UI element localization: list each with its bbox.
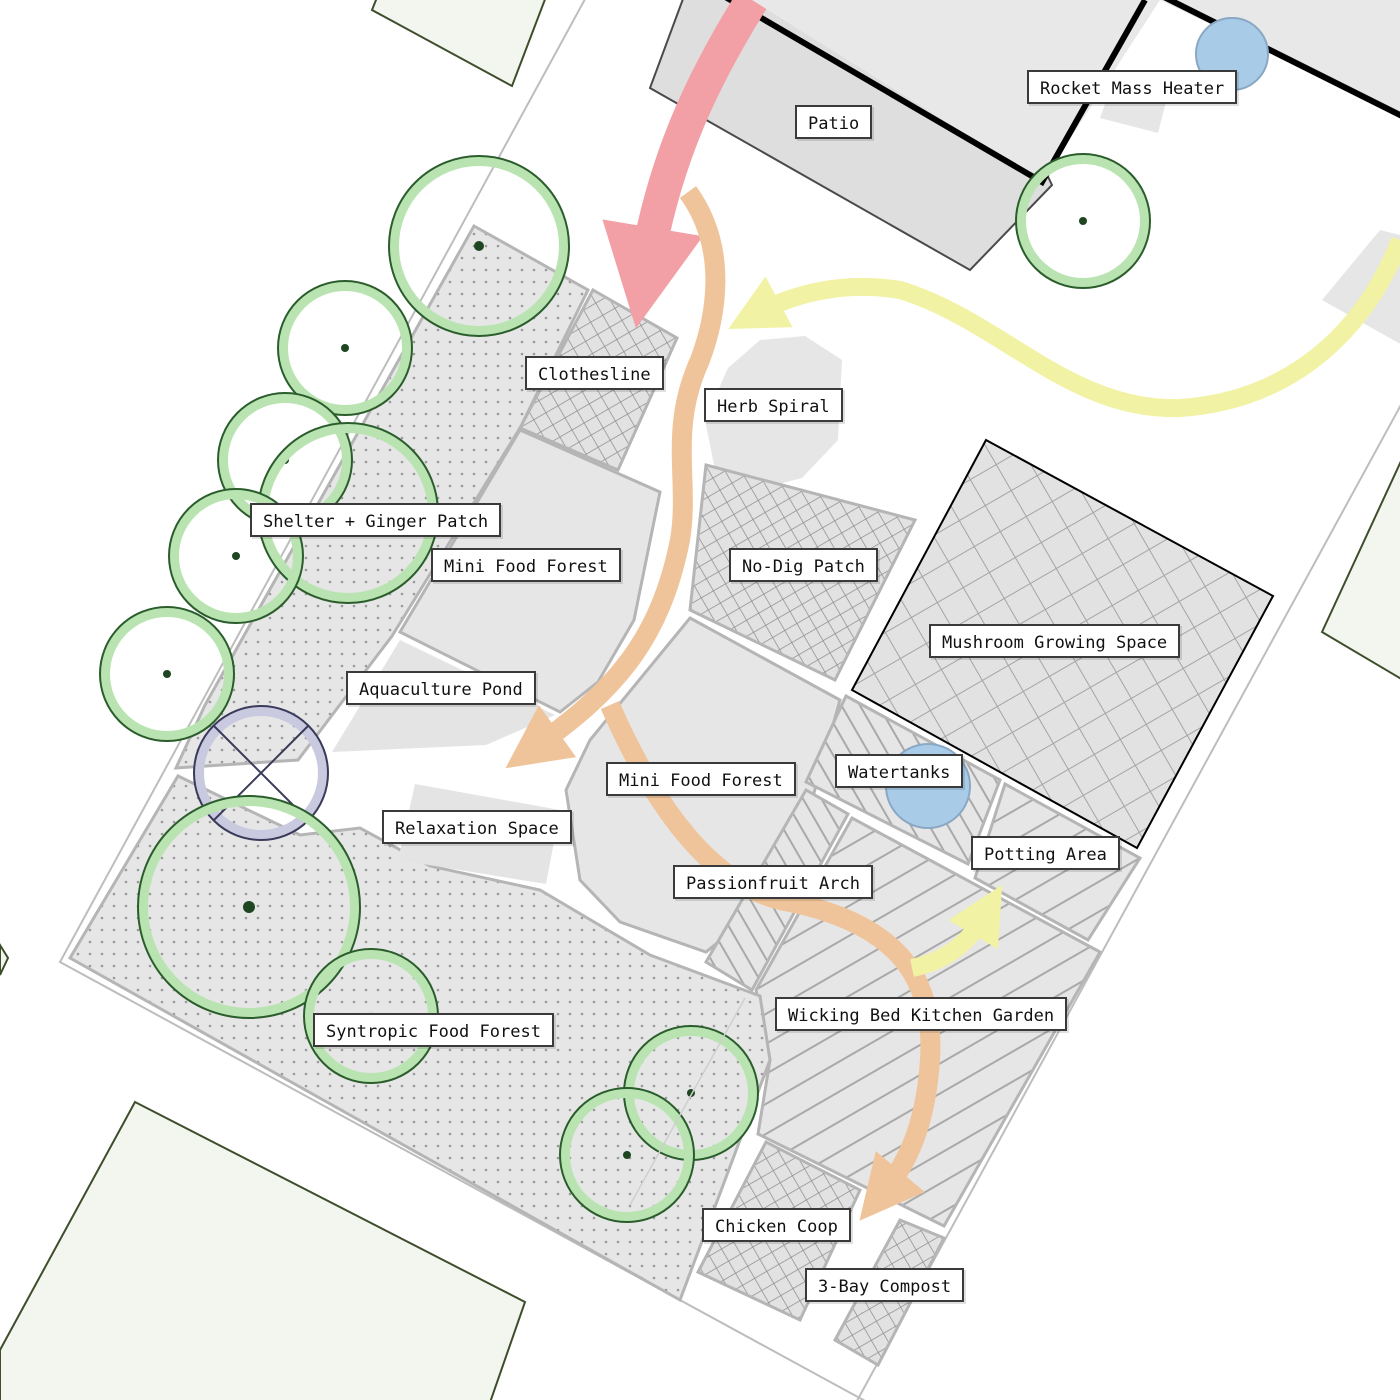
shelter-ginger-patch-bed bbox=[173, 223, 590, 770]
label-chicken-coop: Chicken Coop bbox=[702, 1208, 851, 1242]
property-boundary bbox=[856, 404, 1400, 1400]
neighbour-lot bbox=[370, 0, 546, 88]
trellis-line bbox=[629, 997, 746, 1206]
label-mini-food-forest-lower: Mini Food Forest bbox=[606, 762, 796, 796]
removed-tree-icon bbox=[193, 705, 329, 841]
neighbour-lot bbox=[1320, 460, 1400, 680]
flow-arrow-icon bbox=[909, 884, 1003, 977]
tree-icon bbox=[168, 488, 304, 624]
label-potting-area: Potting Area bbox=[971, 836, 1120, 870]
house-outline bbox=[724, 0, 1400, 187]
tree-icon bbox=[277, 280, 413, 416]
neighbour-lot bbox=[0, 943, 10, 976]
label-watertanks: Watertanks bbox=[835, 754, 964, 788]
label-relaxation-space: Relaxation Space bbox=[382, 810, 572, 844]
label-three-bay-compost: 3-Bay Compost bbox=[805, 1268, 965, 1302]
label-shelter-ginger-patch: Shelter + Ginger Patch bbox=[250, 503, 502, 537]
label-mushroom-growing-space: Mushroom Growing Space bbox=[929, 624, 1181, 658]
label-rocket-mass-heater: Rocket Mass Heater bbox=[1027, 70, 1238, 104]
trees bbox=[99, 153, 1151, 1223]
side-yard-paving bbox=[1322, 230, 1400, 344]
flow-arrow-icon bbox=[505, 186, 726, 769]
neighbour-lot bbox=[0, 1100, 527, 1400]
label-patio: Patio bbox=[795, 105, 873, 139]
tree-icon bbox=[388, 155, 570, 337]
tree-icon bbox=[99, 606, 235, 742]
label-herb-spiral: Herb Spiral bbox=[704, 388, 843, 422]
flow-arrow-icon bbox=[602, 0, 767, 329]
label-passionfruit-arch: Passionfruit Arch bbox=[673, 865, 873, 899]
label-clothesline: Clothesline bbox=[525, 356, 664, 390]
label-aquaculture-pond: Aquaculture Pond bbox=[346, 671, 536, 705]
tree-icon bbox=[559, 1087, 695, 1223]
tree-icon bbox=[137, 795, 361, 1019]
label-wicking-bed-kitchen-garden: Wicking Bed Kitchen Garden bbox=[775, 997, 1068, 1031]
tree-icon bbox=[1015, 153, 1151, 289]
label-no-dig-patch: No-Dig Patch bbox=[729, 548, 878, 582]
flow-arrow-icon bbox=[728, 236, 1400, 418]
flow-arrow-icon bbox=[600, 701, 941, 1221]
label-syntropic-food-forest: Syntropic Food Forest bbox=[313, 1013, 554, 1047]
label-mini-food-forest-upper: Mini Food Forest bbox=[431, 548, 621, 582]
